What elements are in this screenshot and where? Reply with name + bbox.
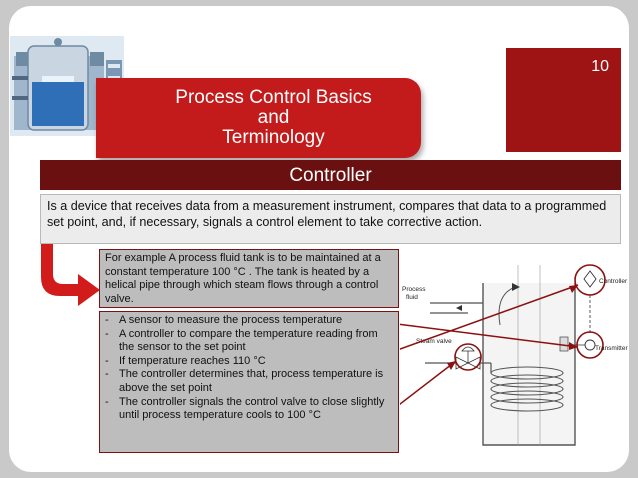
controller-icon (583, 270, 597, 288)
title-line-1: Process Control Basics (175, 87, 372, 108)
list-dash: - (105, 354, 109, 367)
list-dash: - (105, 314, 109, 326)
steps-list: - A sensor to measure the process temper… (99, 311, 399, 453)
slide-number: 10 (591, 58, 609, 75)
title-line-3: Terminology (222, 127, 325, 148)
process-diagram: Process fluid Steam valve Controller Tra… (400, 264, 628, 446)
list-dash: - (105, 395, 109, 408)
step-text: A controller to compare the temperature … (119, 327, 378, 354)
step-text: The controller determines that, process … (119, 368, 384, 394)
step-text: The controller signals the control valve… (119, 395, 385, 422)
list-item: - A sensor to measure the process temper… (105, 314, 393, 328)
steam-valve-icon (455, 346, 481, 370)
list-dash: - (105, 368, 109, 381)
curved-arrow-icon (41, 244, 100, 306)
transmitter-label: Transmitter (595, 345, 628, 352)
process-fluid-label: Process (402, 286, 426, 293)
list-dash: - (105, 327, 109, 340)
list-item: - The controller signals the control val… (105, 396, 393, 423)
step-text: If temperature reaches 110 °C (119, 354, 266, 367)
valve-highlight (454, 343, 482, 371)
process-fluid-label-2: fluid (406, 294, 418, 301)
section-heading: Controller (40, 160, 621, 190)
steam-valve-label: Steam valve (416, 338, 452, 345)
pointer-arrows (400, 284, 579, 406)
slide-number-box: 10 (506, 48, 621, 152)
title-banner: Process Control Basics and Terminology (96, 78, 421, 158)
title-line-2: and (257, 107, 290, 128)
step-text: A sensor to measure the process temperat… (119, 314, 343, 326)
helical-coil (490, 366, 564, 412)
list-item: - The controller determines that, proces… (105, 368, 393, 395)
list-item: - If temperature reaches 110 °C (105, 355, 393, 369)
definition-text: Is a device that receives data from a me… (40, 194, 621, 244)
controller-label: Controller (599, 278, 628, 285)
list-item: - A controller to compare the temperatur… (105, 328, 393, 355)
example-text: For example A process fluid tank is to b… (99, 249, 399, 308)
